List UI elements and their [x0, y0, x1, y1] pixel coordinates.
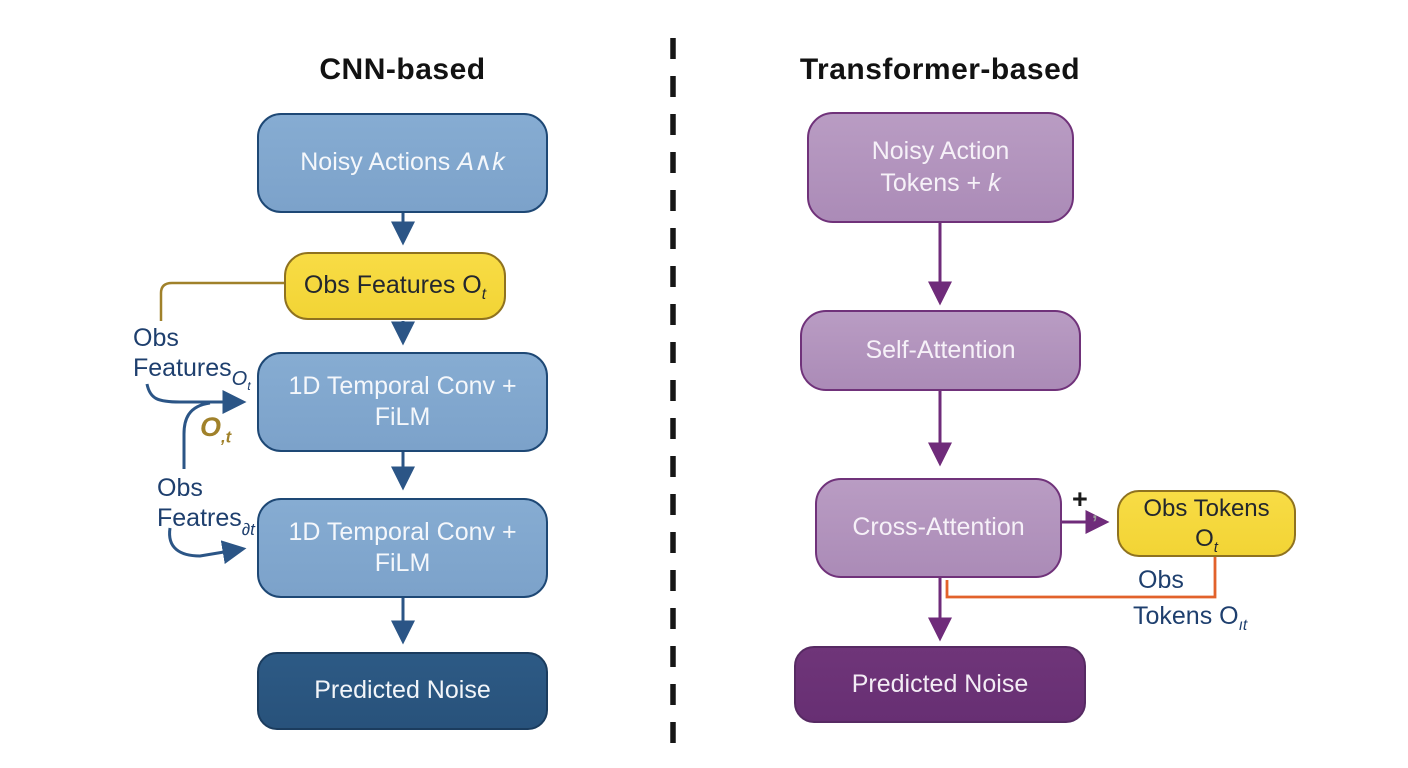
obs-tokens-label: Obs Tokens O: [1143, 494, 1270, 552]
self-attention-label: Self-Attention: [865, 335, 1016, 364]
branch-line-down: [182, 401, 211, 469]
cross-attention-box: Cross-Attention: [815, 478, 1062, 578]
curve-obsfeatures-to-film1: [145, 383, 247, 414]
noisy-action-tokens-box: Noisy Action Tokens + k: [807, 112, 1074, 223]
noisy-action-tokens-math: k: [988, 168, 1001, 197]
noisy-actions-box: Noisy Actions A∧k: [257, 113, 548, 213]
obs-features-annotation-lower-line1: Obs: [157, 474, 203, 502]
obs-features-annotation-upper-math: O: [231, 367, 248, 390]
obs-features-annotation-lower-line2: Featres: [157, 503, 242, 532]
olive-ot-sub: ,t: [221, 427, 232, 447]
self-attention-box: Self-Attention: [800, 310, 1081, 391]
transformer-title: Transformer-based: [799, 53, 1081, 86]
olive-connector-line: [159, 281, 284, 321]
cnn-title: CNN-based: [319, 53, 486, 86]
curve-obsfeatures-to-film2: [168, 527, 247, 565]
obs-features-annotation-lower-sub: ∂t: [241, 519, 255, 539]
obs-tokens-annotation-line1: Obs: [1138, 566, 1184, 594]
obs-tokens-box: Obs Tokens Ot: [1117, 490, 1296, 557]
obs-features-annotation-upper-sub: t: [247, 378, 251, 393]
obs-features-annotation-lower: Obs Featres∂t: [157, 474, 255, 539]
olive-ot-annotation: O,t: [200, 412, 232, 447]
obs-features-annotation-upper: Obs FeaturesOt: [133, 324, 251, 392]
noisy-action-tokens-line2: Tokens +: [880, 168, 989, 197]
noisy-actions-label: Noisy Actions: [300, 148, 458, 177]
obs-features-annotation-upper-line2: Features: [133, 353, 232, 382]
predicted-noise-box-right: Predicted Noise: [794, 646, 1086, 723]
orange-feedback-line: [945, 557, 1217, 599]
plus-annotation: +: [1072, 484, 1088, 514]
gray-tick-mark: ‚: [1092, 501, 1098, 523]
predicted-noise-label-right: Predicted Noise: [851, 669, 1029, 698]
obs-tokens-annotation-line2: Tokens O: [1133, 601, 1239, 630]
obs-tokens-annotation-sub: ıt: [1238, 616, 1248, 634]
noisy-action-tokens-line1: Noisy Action: [871, 137, 1010, 166]
obs-features-box: Obs Features Ot: [284, 252, 506, 320]
cross-attention-label: Cross-Attention: [852, 513, 1025, 542]
temporal-conv-film-label-2: 1D Temporal Conv + FiLM: [288, 517, 517, 577]
temporal-conv-film-box-1: 1D Temporal Conv + FiLM: [257, 352, 548, 452]
olive-ot-text: O: [200, 412, 222, 442]
obs-features-sub: t: [481, 286, 487, 304]
predicted-noise-label-left: Predicted Noise: [314, 676, 491, 705]
temporal-conv-film-label-1: 1D Temporal Conv + FiLM: [288, 371, 517, 431]
obs-tokens-annotation: Obs Tokens Oıt: [1133, 566, 1248, 634]
predicted-noise-box-left: Predicted Noise: [257, 652, 548, 730]
obs-features-label: Obs Features O: [303, 271, 482, 300]
noisy-actions-math: A∧k: [457, 148, 505, 177]
obs-features-annotation-upper-line1: Obs: [133, 324, 179, 352]
temporal-conv-film-box-2: 1D Temporal Conv + FiLM: [257, 498, 548, 598]
obs-tokens-sub: t: [1213, 539, 1218, 556]
